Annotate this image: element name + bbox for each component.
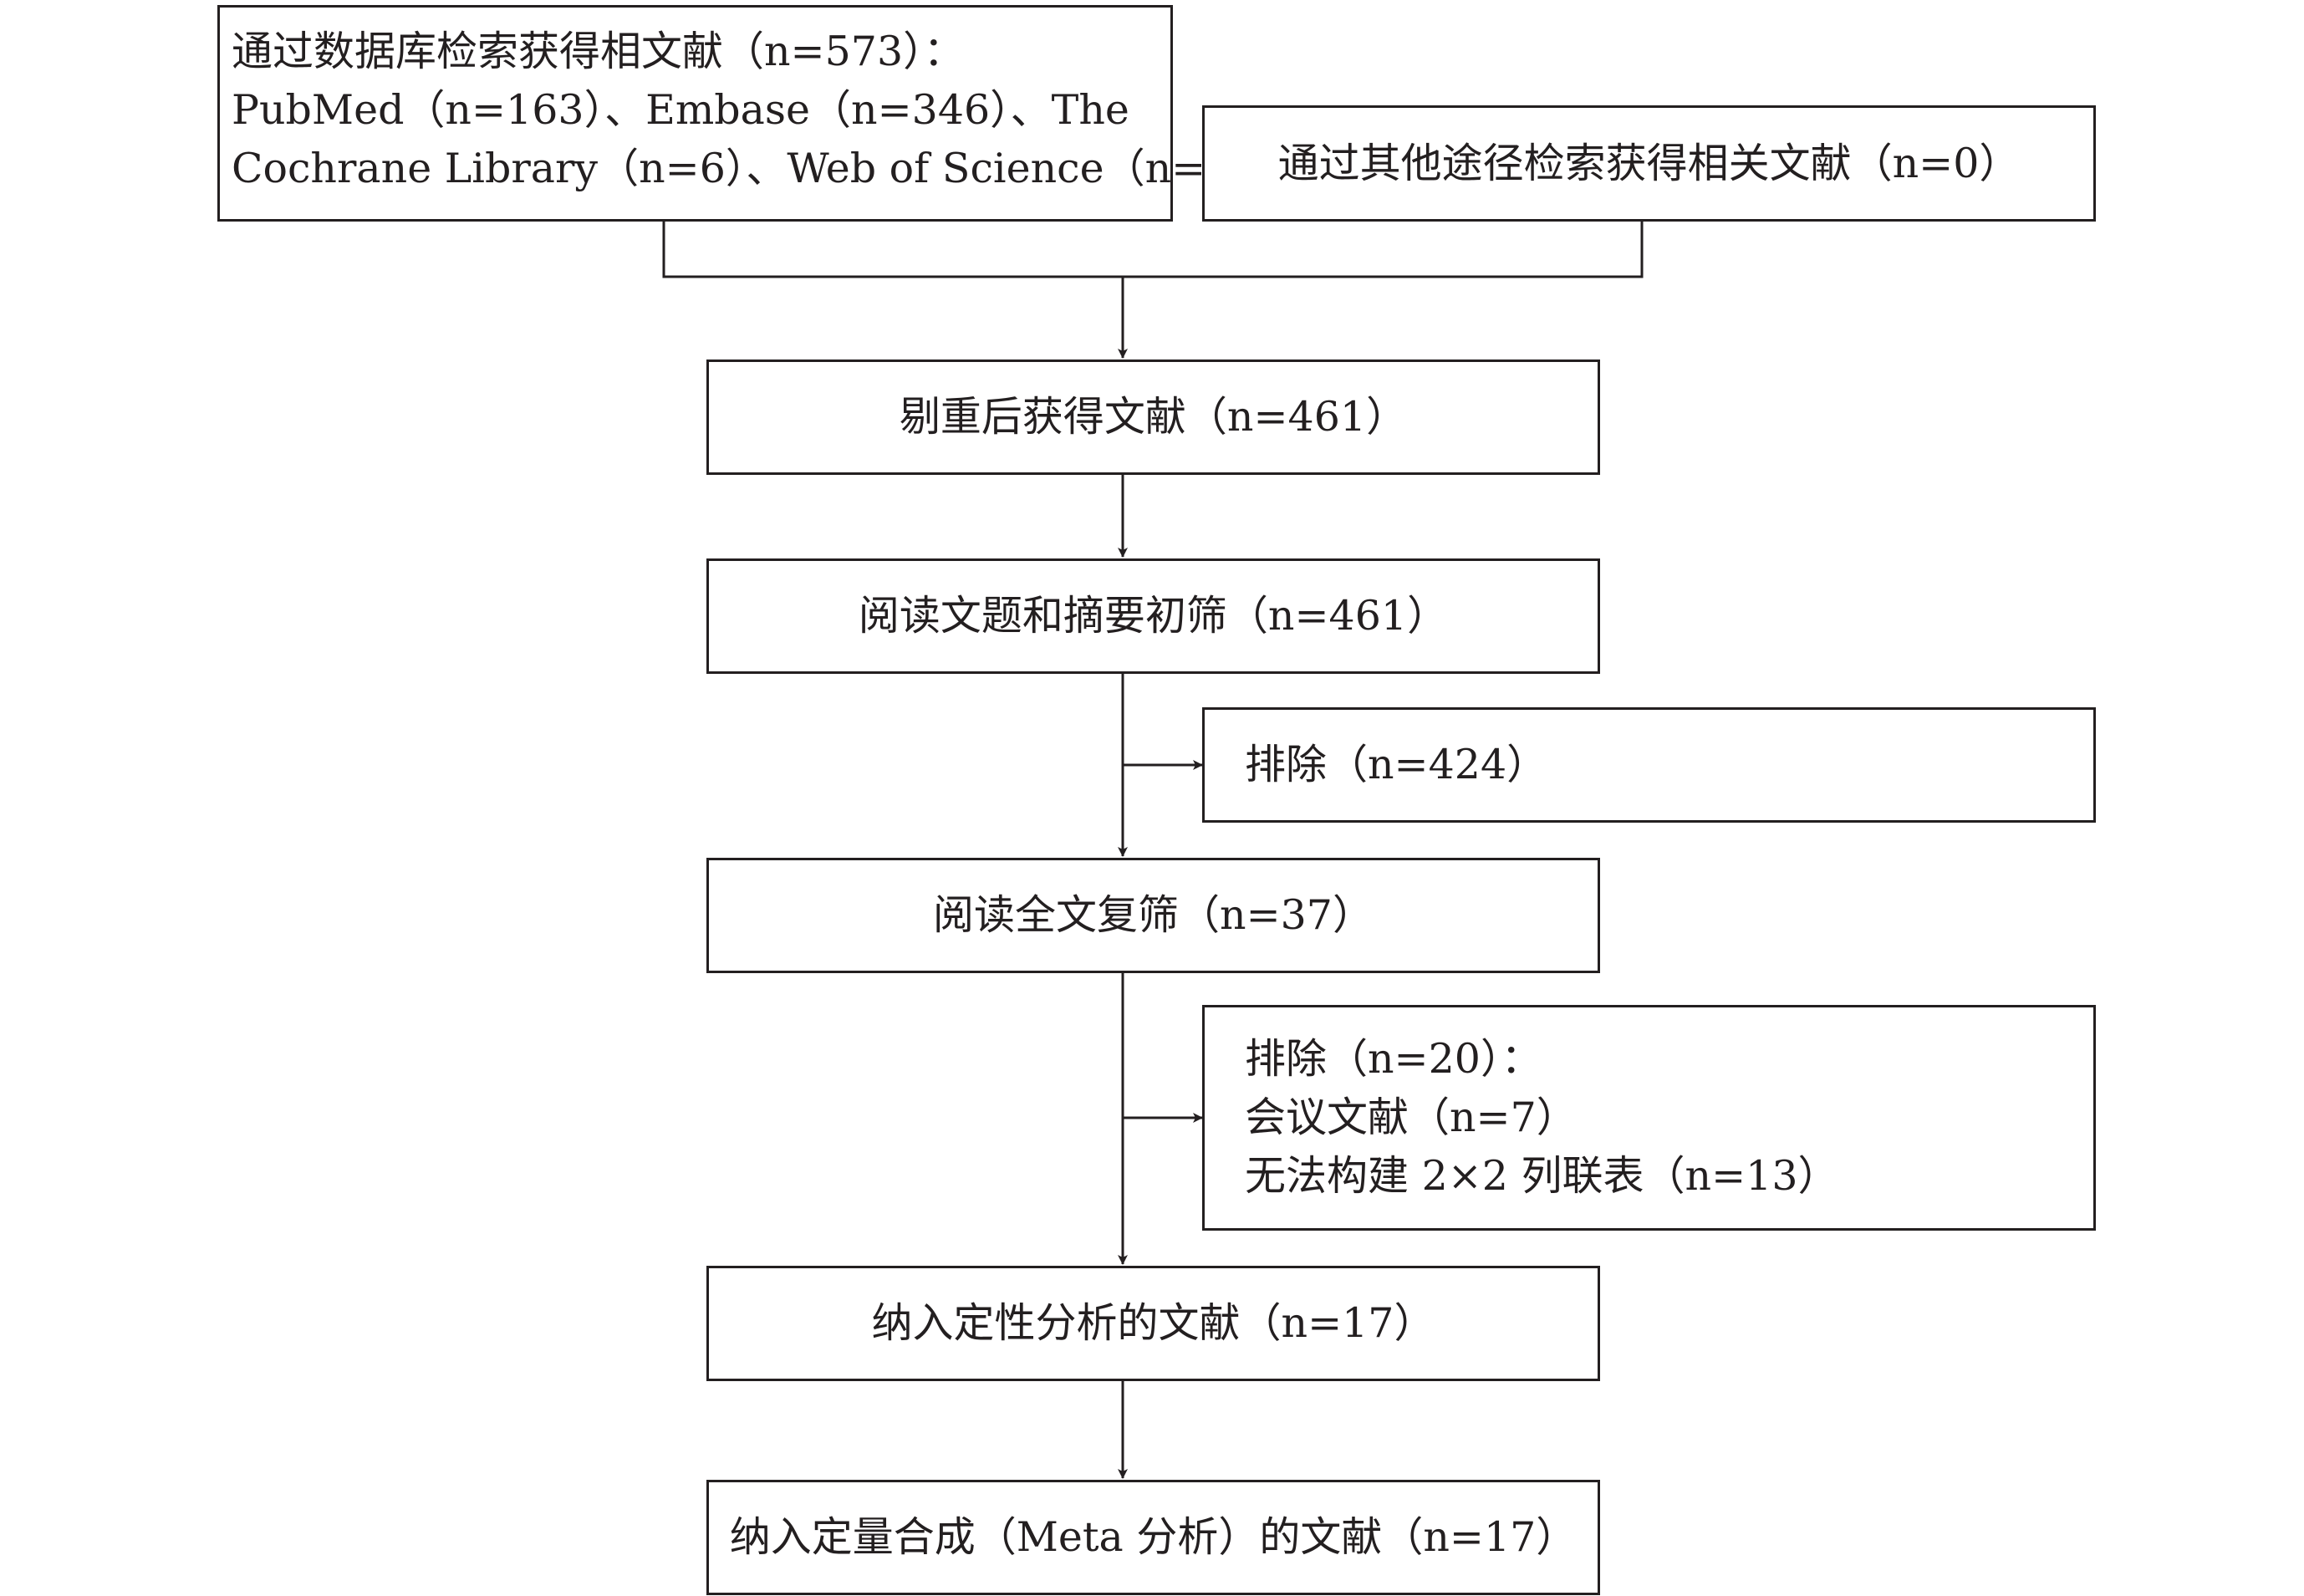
exclude-1-box: 排除（n=424） — [1202, 707, 2096, 823]
qualitative-box: 纳入定性分析的文献（n=17） — [706, 1266, 1600, 1381]
screen-title-abstract-box: 阅读文题和摘要初筛（n=461） — [706, 558, 1600, 674]
identification-database-box: 通过数据库检索获得相文献（n=573）： PubMed（n=163）、Embas… — [217, 5, 1299, 222]
full-text-box: 阅读全文复筛（n=37） — [706, 858, 1600, 973]
quantitative-text: 纳入定量合成（Meta 分析）的文献（n=17） — [729, 1513, 1578, 1561]
full-text-text: 阅读全文复筛（n=37） — [933, 891, 1374, 939]
identification-database-line-3: Cochrane Library（n=6）、Web of Science（n=5… — [232, 145, 1299, 192]
quantitative-box: 纳入定量合成（Meta 分析）的文献（n=17） — [706, 1480, 1600, 1595]
screen-title-abstract-text: 阅读文题和摘要初筛（n=461） — [858, 592, 1449, 640]
exclude-1-text: 排除（n=424） — [1245, 741, 1548, 788]
exclude-2-line-2: 会议文献（n=7） — [1245, 1094, 1578, 1141]
exclude-2-line-1: 排除（n=20）： — [1245, 1035, 1542, 1083]
identification-other-text: 通过其他途径检索获得相关文献（n=0） — [1277, 139, 2021, 187]
merge-bracket — [662, 222, 1644, 278]
identification-other-box: 通过其他途径检索获得相关文献（n=0） — [1202, 105, 2096, 222]
identification-database-line-2: PubMed（n=163）、Embase（n=346）、The — [232, 86, 1129, 134]
dedup-text: 剔重后获得文献（n=461） — [899, 393, 1408, 441]
dedup-box: 剔重后获得文献（n=461） — [706, 359, 1600, 475]
exclude-2-box: 排除（n=20）： 会议文献（n=7） 无法构建 2×2 列联表（n=13） — [1202, 1005, 2096, 1231]
qualitative-text: 纳入定性分析的文献（n=17） — [871, 1299, 1435, 1347]
identification-database-line-1: 通过数据库检索获得相文献（n=573）： — [232, 28, 965, 75]
exclude-2-line-3: 无法构建 2×2 列联表（n=13） — [1245, 1152, 1839, 1200]
